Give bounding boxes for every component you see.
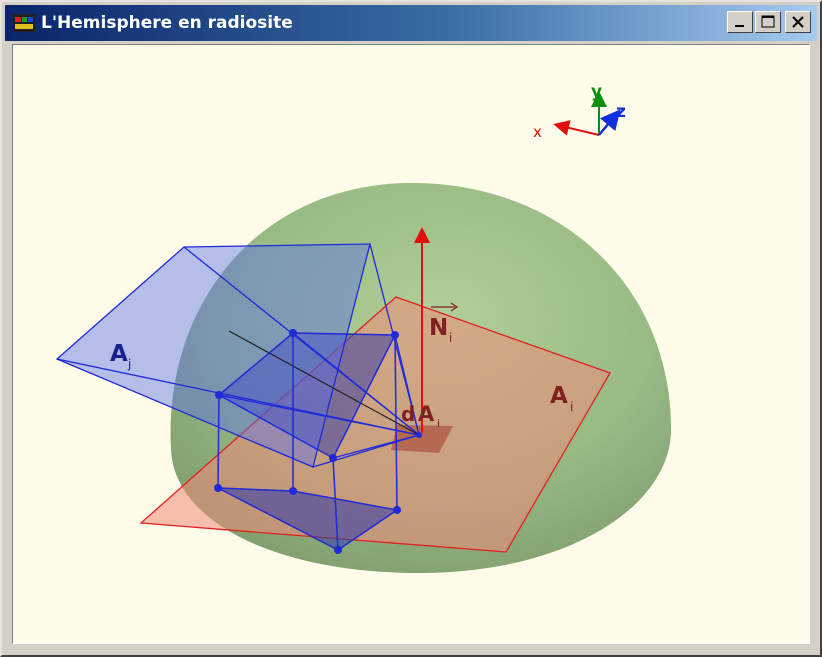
close-button[interactable] (785, 11, 811, 33)
label-dai-subscript: i (437, 417, 440, 430)
label-ai-letter: A (550, 383, 568, 409)
maximize-icon (761, 15, 775, 28)
axis-x-arrow (553, 120, 600, 136)
app-icon[interactable] (13, 14, 35, 32)
close-icon (792, 16, 804, 28)
label-dai-prefix: d (401, 402, 415, 426)
label-aj-letter: A (110, 341, 128, 367)
axis-x-label: x (533, 123, 542, 141)
window-controls (725, 11, 811, 33)
label-aj: A j (110, 341, 131, 371)
projection-face-bottom (218, 488, 397, 550)
title-bar[interactable]: L'Hemisphere en radiosite (5, 5, 817, 41)
axis-z-label: z (616, 102, 626, 122)
projection-face-top (219, 333, 395, 458)
scene-viewport[interactable]: A j N i A i d A i x (12, 44, 810, 644)
center-ray (228, 330, 420, 436)
axis-z-arrow (598, 109, 621, 136)
label-ni-subscript: i (449, 331, 452, 345)
scene-3d: A j N i A i d A i x (55, 82, 672, 574)
label-dai-letter: A (418, 402, 435, 426)
label-ai-subscript: i (570, 400, 573, 414)
label-ai: A i (550, 383, 573, 414)
projection-box-vertices (214, 329, 422, 554)
label-ni-letter: N (429, 315, 448, 341)
label-aj-subscript: j (127, 357, 131, 371)
label-ni: N i (429, 302, 459, 345)
maximize-button[interactable] (755, 11, 781, 33)
minimize-button[interactable] (727, 11, 753, 33)
minimize-icon (735, 25, 744, 27)
axis-y-label: y (591, 82, 602, 102)
projection-lines (56, 243, 420, 468)
window-title: L'Hemisphere en radiosite (41, 13, 293, 33)
label-dai: d A i (401, 402, 440, 430)
axis-gizmo: x y z (533, 82, 626, 141)
